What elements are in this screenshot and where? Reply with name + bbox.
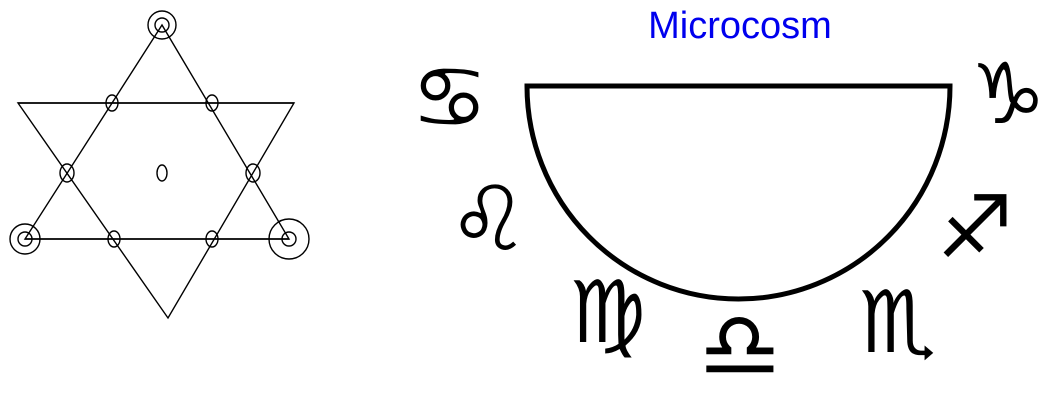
hexagram-figure [9, 10, 310, 320]
scorpio-icon: ♏ [858, 273, 937, 373]
capricorn-icon: ♑ [970, 45, 1041, 143]
intersection-node [59, 163, 75, 183]
intersection-node [205, 94, 219, 112]
virgo-icon: ♍ [568, 263, 647, 363]
microcosm-bowl [524, 83, 953, 302]
leo-icon: ♌ [448, 167, 529, 272]
right-vertex-outer-ring [268, 218, 310, 260]
upward-triangle [23, 23, 291, 240]
center-node [156, 164, 168, 182]
top-vertex-inner-ring [154, 17, 170, 33]
intersection-node [107, 230, 121, 248]
diagram-canvas [9, 10, 953, 320]
cancer-icon: ♋ [410, 48, 489, 148]
left-vertex-inner-ring [17, 231, 33, 247]
sagittarius-icon: ♐ [936, 178, 1014, 278]
intersection-node [245, 163, 261, 183]
libra-icon: ♎ [698, 292, 782, 399]
diagram-title: Microcosm [648, 5, 832, 47]
downward-triangle [16, 102, 296, 320]
right-vertex-inner-ring [281, 231, 297, 247]
intersection-node [105, 94, 119, 112]
left-vertex-outer-ring [9, 223, 41, 255]
intersection-node [205, 230, 219, 248]
top-vertex-outer-ring [147, 10, 177, 40]
